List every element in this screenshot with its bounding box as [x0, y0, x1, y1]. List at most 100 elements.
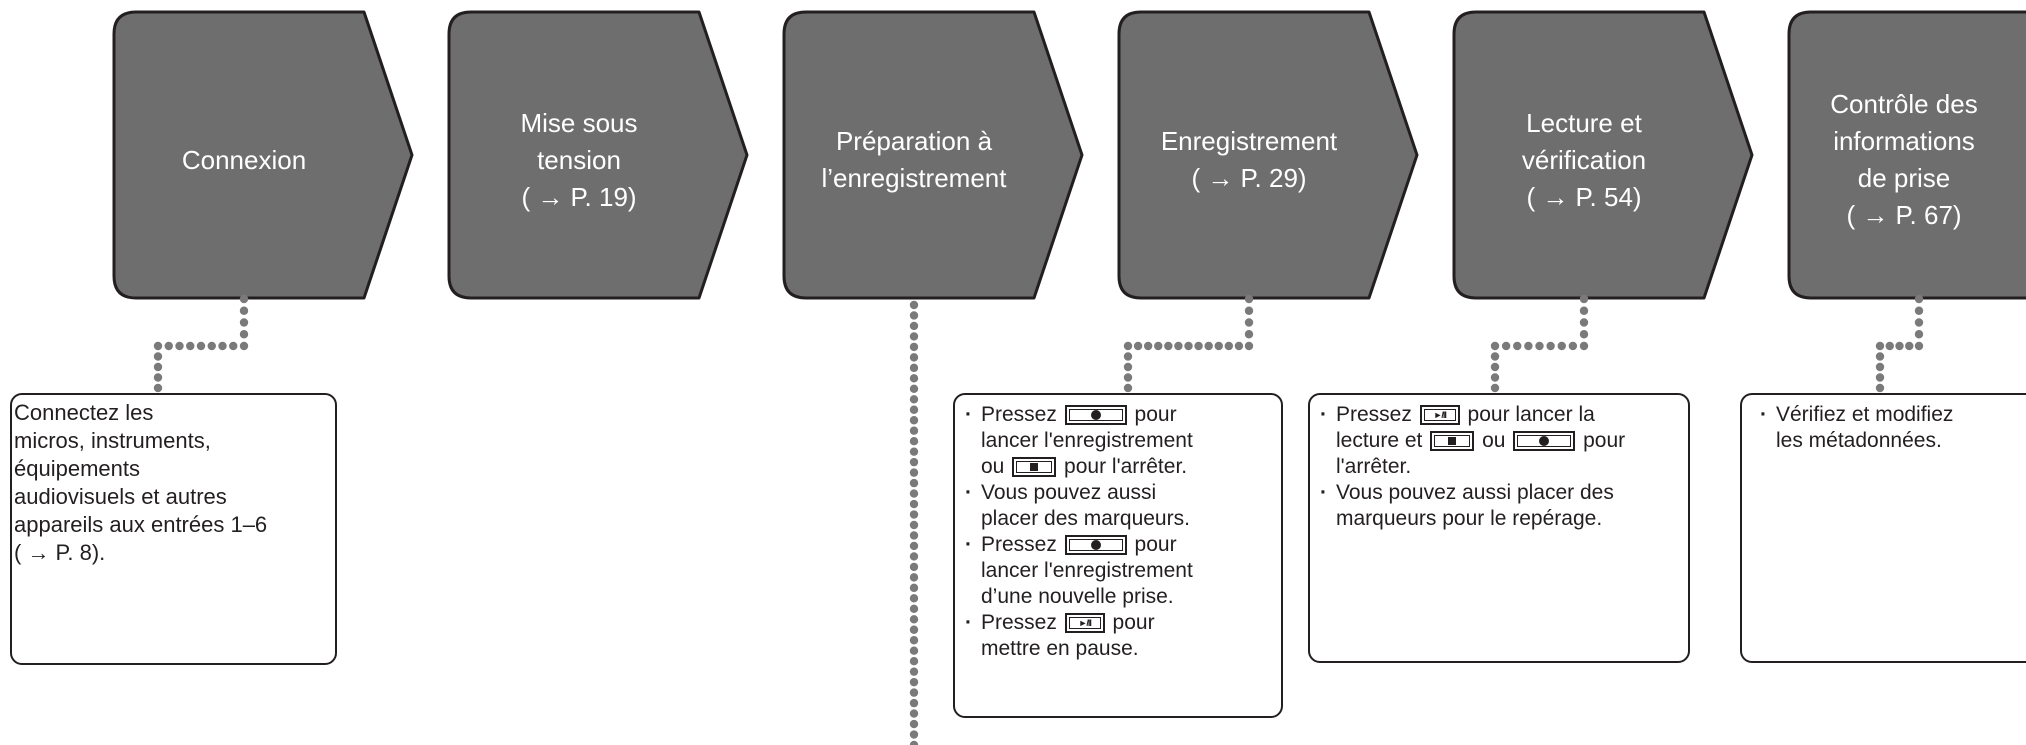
- connector-dot: [1123, 373, 1133, 382]
- connector-dot: [909, 332, 919, 341]
- connector-dot: [909, 594, 919, 603]
- connector-dot: [1579, 341, 1589, 351]
- connector-dot: [1914, 306, 1924, 315]
- record-key-icon: [1513, 431, 1576, 451]
- connector-dot: [1244, 294, 1254, 304]
- connector-controle: [1875, 294, 1924, 393]
- connector-dot: [239, 294, 249, 304]
- connector-dot: [909, 405, 919, 414]
- connector-dot: [239, 318, 249, 327]
- connector-dot: [909, 300, 919, 310]
- connector-dot: [1490, 341, 1500, 351]
- connector-dot: [229, 341, 238, 351]
- connector-dot: [1914, 341, 1924, 351]
- connector-dot: [186, 341, 195, 351]
- connector-dot: [1579, 318, 1589, 327]
- note-line: équipements: [14, 456, 140, 481]
- connector-dot: [1524, 341, 1533, 351]
- connector-dot: [1914, 330, 1924, 339]
- note-bullet: Vous pouvez aussi placer des marqueurs.: [965, 480, 1271, 532]
- connector-dot: [153, 373, 163, 382]
- connector-dot: [1875, 373, 1885, 382]
- connector-dot: [1490, 362, 1500, 372]
- connector-dot: [909, 426, 919, 435]
- connector-dot: [1164, 341, 1173, 351]
- connector-dot: [909, 520, 919, 530]
- connector-dot: [909, 353, 919, 362]
- play-pause-key-icon: ►/II: [1064, 613, 1105, 633]
- connector-dot: [1579, 330, 1589, 339]
- note-line: micros, instruments,: [14, 428, 211, 453]
- connector-dot: [909, 677, 919, 687]
- connector-dot: [1895, 341, 1904, 351]
- connector-dot: [909, 698, 919, 708]
- connector-dot: [1501, 341, 1511, 351]
- step-arrow-controle: [1787, 10, 2026, 300]
- note-line: ( → P. 8).: [14, 540, 106, 565]
- connector-dot: [1244, 330, 1254, 339]
- connector-dot: [909, 646, 919, 655]
- connector-dot: [1875, 383, 1885, 393]
- connector-dot: [1204, 341, 1213, 351]
- connector-dot: [1875, 352, 1885, 361]
- connector-dot: [207, 341, 216, 351]
- connector-dot: [909, 374, 919, 383]
- connector-dot: [1214, 341, 1223, 351]
- connector-dot: [909, 709, 919, 718]
- connector-dot: [1875, 341, 1885, 351]
- connector-dot: [175, 341, 184, 351]
- connector-dot: [164, 341, 173, 351]
- connector-enregistrement: [1123, 294, 1254, 393]
- connector-dot: [1244, 318, 1254, 327]
- connector-dot: [1546, 341, 1555, 351]
- connector-dot: [239, 306, 249, 315]
- connector-dot: [909, 740, 919, 745]
- connector-dot: [909, 615, 919, 624]
- connector-dot: [909, 416, 919, 425]
- connector-dot: [909, 656, 919, 666]
- connector-dot: [909, 730, 919, 739]
- connector-dot: [909, 457, 919, 467]
- connector-dot: [909, 688, 919, 697]
- connector-dot: [1875, 362, 1885, 372]
- note-bullet: Pressez pour lancer l'enregistrement d’u…: [965, 532, 1271, 610]
- stop-key-icon: [1430, 431, 1475, 451]
- connector-dot: [1579, 306, 1589, 315]
- record-key-icon: [1064, 535, 1127, 555]
- connector-dot: [1568, 341, 1578, 351]
- step-arrow-mise-sous-tension: [447, 10, 749, 300]
- connector-dot: [909, 499, 919, 509]
- note-bullet: Pressez pour lancer l'enregistrement ou …: [965, 402, 1271, 480]
- connector-dot: [909, 562, 919, 572]
- connector-dot: [1513, 341, 1522, 351]
- connector-dot: [1579, 294, 1589, 304]
- connector-dot: [1490, 383, 1500, 393]
- step-arrow-enregistrement: [1117, 10, 1419, 300]
- connector-dot: [909, 321, 919, 331]
- connector-dot: [239, 330, 249, 339]
- connector-dot: [909, 719, 919, 729]
- connector-dot: [909, 541, 919, 551]
- step-arrow-lecture: [1452, 10, 1754, 300]
- connector-dot: [909, 552, 919, 561]
- connector-dot: [1914, 294, 1924, 304]
- connector-dot: [1557, 341, 1566, 351]
- note-enregistrement: Pressez pour lancer l'enregistrement ou …: [953, 393, 1283, 718]
- connector-dot: [1234, 341, 1244, 351]
- connector-dot: [909, 395, 919, 404]
- connector-dot: [153, 341, 163, 351]
- connector-dot: [153, 352, 163, 361]
- step-enregistrement-label: Enregistrement( → P. 29): [1160, 126, 1338, 193]
- connector-lecture: [1490, 294, 1589, 393]
- connector-preparation: [909, 300, 919, 745]
- note-lecture: Pressez ►/II pour lancer la lecture et o…: [1308, 393, 1690, 663]
- connector-dot: [909, 489, 919, 498]
- connector-dot: [196, 341, 206, 351]
- note-connexion: Connectez les micros, instruments, équip…: [10, 393, 337, 665]
- connector-dot: [1154, 341, 1163, 351]
- connector-dot: [909, 468, 919, 477]
- note-controle: Vérifiez et modifiez les métadonnées.: [1740, 393, 2026, 663]
